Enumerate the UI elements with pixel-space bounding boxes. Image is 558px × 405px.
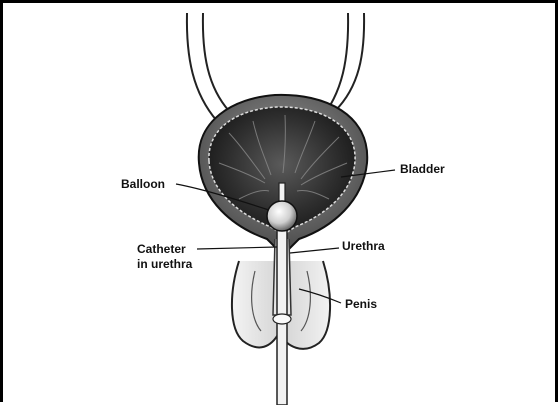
label-bladder: Bladder xyxy=(400,162,445,176)
catheter-balloon xyxy=(267,201,297,231)
leader-urethra xyxy=(290,248,339,253)
bladder-catheter-illustration xyxy=(3,3,558,405)
ureter-left xyxy=(187,13,229,121)
label-catheter-line1: Catheter xyxy=(137,242,186,256)
label-balloon: Balloon xyxy=(121,177,165,191)
label-urethra: Urethra xyxy=(342,239,385,253)
label-catheter-line2: in urethra xyxy=(137,257,192,271)
catheter-tube xyxy=(277,203,287,405)
leader-catheter xyxy=(197,247,277,249)
catheter-entry xyxy=(273,314,291,324)
label-penis: Penis xyxy=(345,297,377,311)
